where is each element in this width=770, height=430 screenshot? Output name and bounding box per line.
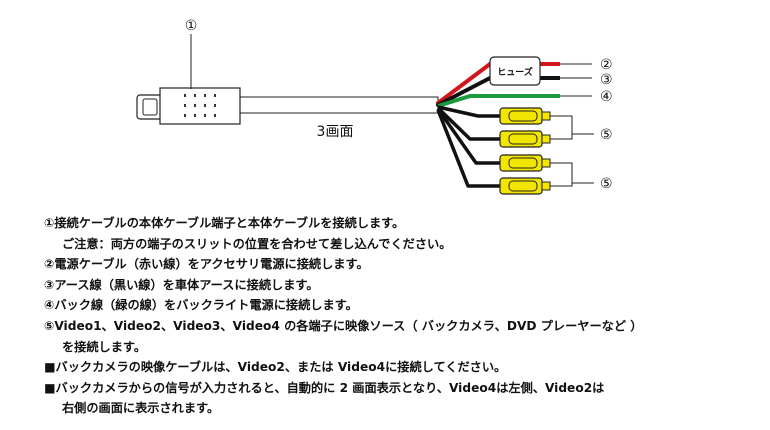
rca-plug-video3 <box>499 154 551 172</box>
instruction-back: ④バック線（緑の線）をバックライト電源に接続します。 <box>44 298 358 313</box>
bracket-video-lower <box>550 162 573 187</box>
instruction-power: ②電源ケーブル（赤い線）をアクセサリ電源に接続します。 <box>44 257 369 272</box>
bracket-video-upper <box>550 115 573 140</box>
rca-plug-video2 <box>499 130 551 148</box>
instructions: ①接続ケーブルの本体ケーブル端子と本体ケーブルを接続します。 ご注意：両方の端子… <box>44 213 764 419</box>
note-back-camera-signal-cont: 右側の画面に表示されます。 <box>62 401 220 416</box>
fuse-label: ヒューズ <box>497 66 533 78</box>
rca-plug-video4 <box>499 177 551 195</box>
power-wire <box>436 62 560 105</box>
instruction-ground: ③アース線（黒い線）を車体アースに接続します。 <box>44 277 319 292</box>
main-cable <box>237 96 439 114</box>
cable-wiring-diagram: ① ヒューズ 3画面 <box>136 18 613 195</box>
marker-video-upper: ⑤ <box>600 127 613 143</box>
instruction-video: ⑤Video1、Video2、Video3、Video4 の各端子に映像ソース（… <box>44 318 643 333</box>
back-wire <box>437 94 560 108</box>
connector-plug <box>136 87 241 125</box>
rca-plug-video1 <box>499 107 551 125</box>
video-wires <box>436 105 500 188</box>
marker-video-lower: ⑤ <box>600 176 613 192</box>
connector-body <box>159 87 241 125</box>
ground-wire <box>436 76 560 107</box>
note-back-camera-signal: ■バックカメラからの信号が入力されると、自動的に 2 画面表示となり、Video… <box>44 380 605 395</box>
note-back-camera-cable: ■バックカメラの映像ケーブルは、Video2、または Video4に接続してくだ… <box>44 360 507 375</box>
cable-label: 3画面 <box>317 124 354 140</box>
fuse-box <box>489 56 541 86</box>
instruction-connect-cable: ①接続ケーブルの本体ケーブル端子と本体ケーブルを接続します。 <box>44 216 405 230</box>
marker-power: ② <box>600 57 613 73</box>
marker-ground: ③ <box>600 72 613 88</box>
marker-connector: ① <box>185 18 198 34</box>
connector-tip-slot <box>142 98 158 116</box>
instruction-video-cont: を接続します。 <box>62 339 147 354</box>
marker-back: ④ <box>600 89 613 105</box>
instruction-caution: ご注意：両方の端子のスリットの位置を合わせて差し込んでください。 <box>62 236 452 251</box>
